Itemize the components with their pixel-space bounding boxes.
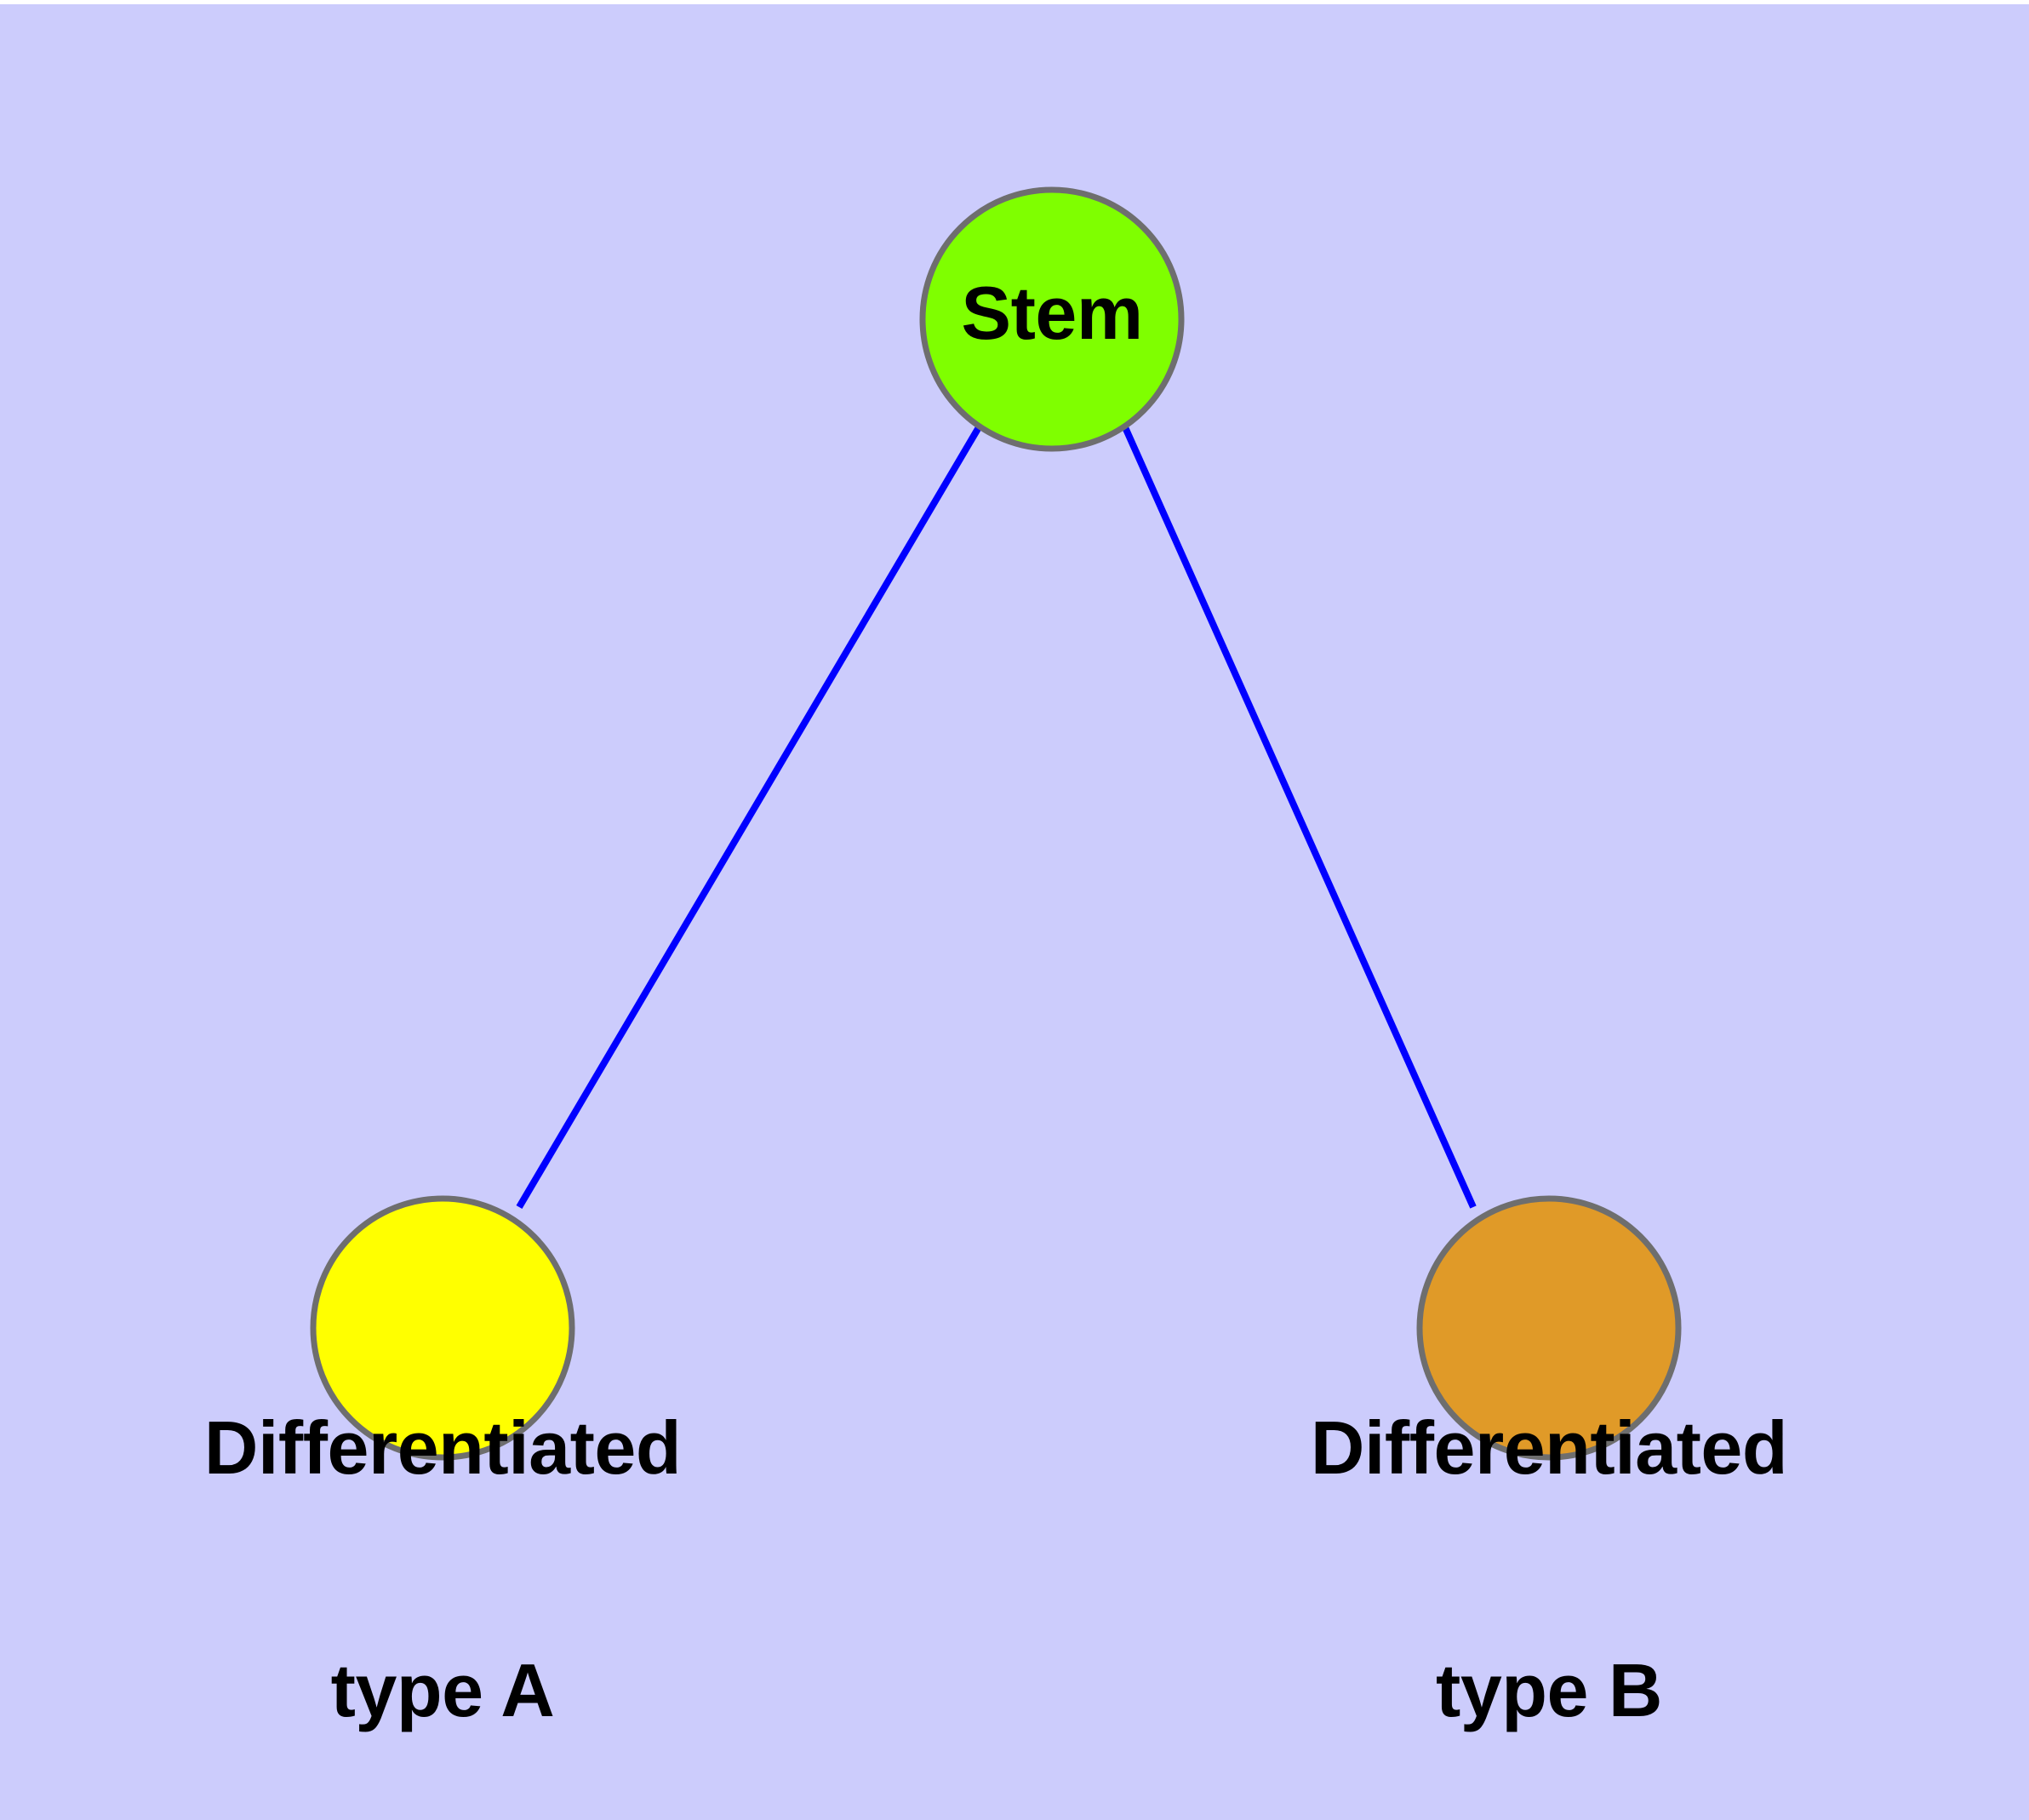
graph-svg (310, 186, 1682, 1461)
diagram-plot-area: Stem Differentiated type A Differentiate… (0, 4, 2029, 1820)
edge-layer (516, 425, 1477, 1210)
edge-stem-to-type-a[interactable] (516, 425, 982, 1210)
node-layer (310, 186, 1682, 1461)
node-stem-circle[interactable] (919, 186, 1185, 452)
node-type-a-circle[interactable] (310, 1195, 575, 1461)
edge-stem-to-type-b[interactable] (1122, 426, 1477, 1209)
node-type-b-circle[interactable] (1416, 1195, 1682, 1461)
